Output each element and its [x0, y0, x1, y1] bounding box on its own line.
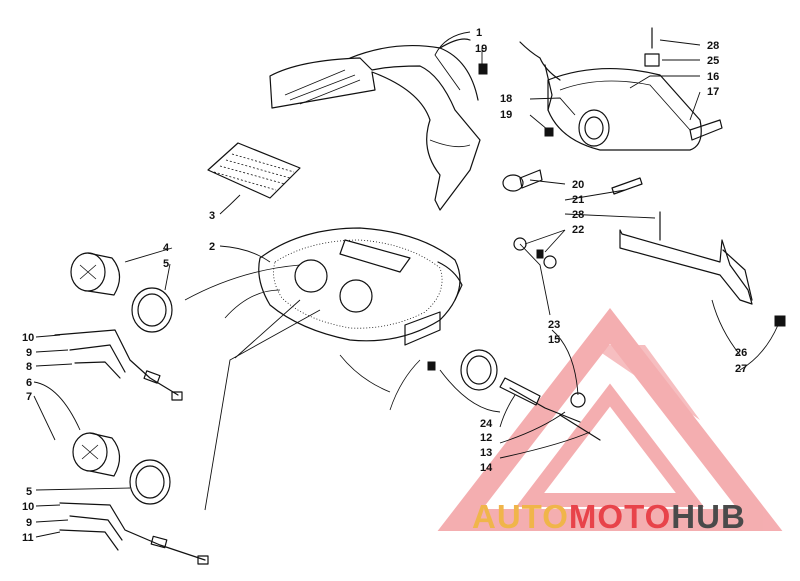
- callout-7: 7: [26, 391, 32, 403]
- wiring: [54, 329, 209, 565]
- callout-19-top: 19: [475, 43, 487, 55]
- callout-28-top: 28: [707, 40, 719, 52]
- callout-10-bottom: 10: [22, 501, 34, 513]
- callout-13: 13: [480, 447, 492, 459]
- callout-4: 4: [163, 242, 170, 254]
- callout-28-mid: 28: [572, 209, 584, 221]
- wm-word-moto: MOTO: [569, 498, 671, 535]
- callout-17: 17: [707, 86, 719, 98]
- headlight-housing: [519, 41, 723, 151]
- callout-11: 11: [22, 532, 34, 544]
- body-outline: [184, 264, 421, 411]
- callout-23: 23: [548, 319, 560, 331]
- callout-21: 21: [572, 194, 584, 206]
- callout-3: 3: [209, 210, 215, 222]
- wm-word-hub: HUB: [671, 498, 746, 535]
- windshield-part: [269, 38, 481, 211]
- callout-2: 2: [209, 241, 215, 253]
- callout-12: 12: [480, 432, 492, 444]
- leader-lines: [33, 31, 779, 538]
- callout-15: 15: [548, 334, 560, 346]
- callout-24: 24: [480, 418, 493, 430]
- callout-26: 26: [735, 347, 747, 359]
- dash-panel: [258, 227, 463, 346]
- callout-25: 25: [707, 55, 719, 67]
- callout-1: 1: [476, 27, 482, 39]
- callout-19-mid: 19: [500, 109, 512, 121]
- gauges: [70, 252, 121, 477]
- callout-9-bottom: 9: [26, 517, 32, 529]
- callout-14: 14: [480, 462, 493, 474]
- callout-22: 22: [572, 224, 584, 236]
- callout-20: 20: [572, 179, 584, 191]
- callout-16: 16: [707, 71, 719, 83]
- callout-18: 18: [500, 93, 512, 105]
- callout-6: 6: [26, 377, 32, 389]
- callout-labels: 1 19 28 25 16 17 18 19 20 21 28 22 3 2 4…: [22, 27, 747, 544]
- watermark-wordmark: AUTOMOTOHUB: [472, 498, 746, 535]
- mount-bracket: [619, 229, 753, 305]
- callout-27: 27: [735, 363, 747, 375]
- bulb-part: [502, 169, 543, 192]
- callout-5-top: 5: [163, 258, 169, 270]
- callout-9-top: 9: [26, 347, 32, 359]
- decal-part: [207, 142, 301, 199]
- callout-5-bottom: 5: [26, 486, 32, 498]
- wm-word-auto: AUTO: [472, 498, 569, 535]
- watermark-logo: [437, 308, 783, 531]
- svg-text:AUTOMOTOHUB: AUTOMOTOHUB: [472, 498, 746, 535]
- callout-8: 8: [26, 361, 32, 373]
- callout-10-top: 10: [22, 332, 34, 344]
- bezel-rings: [129, 287, 498, 505]
